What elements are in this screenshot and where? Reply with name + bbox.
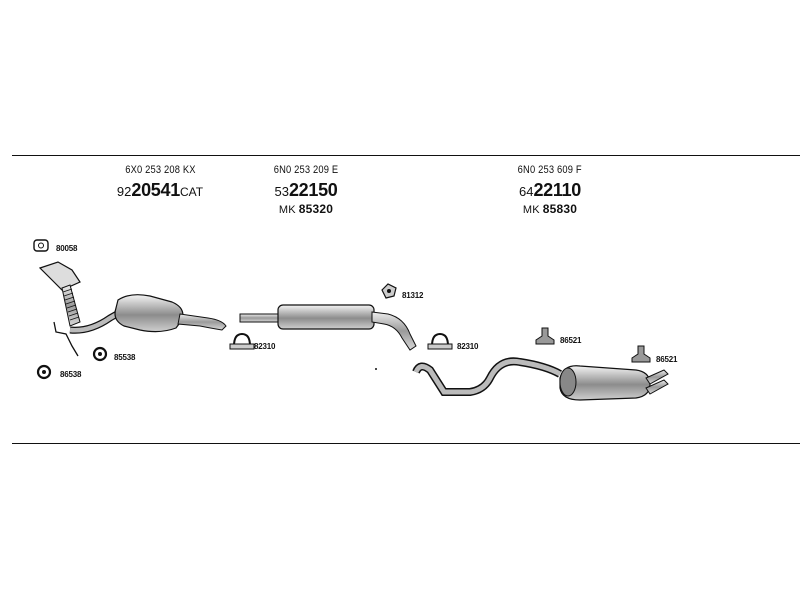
hanger-icon xyxy=(535,327,555,345)
part-number: 5322150 xyxy=(274,180,338,200)
oe-number: 6N0 253 209 E xyxy=(273,164,339,176)
part-label-hanger: 86521 xyxy=(560,336,582,345)
oe-number: 6N0 253 609 F xyxy=(517,164,583,176)
rear-silencer-drawing xyxy=(412,357,669,401)
part-group-catalytic-converter: 6X0 253 208 KX 9220541CAT xyxy=(95,161,225,200)
part-label-ring: 85538 xyxy=(114,353,136,362)
part-label-clamp: 82310 xyxy=(254,342,276,351)
part-label-hanger: 81312 xyxy=(402,291,424,300)
part-label-gasket: 80058 xyxy=(56,244,78,253)
front-pipe-catalytic-converter-drawing xyxy=(38,261,227,357)
part-label-ring: 86538 xyxy=(60,370,82,379)
clamp-icon xyxy=(229,332,255,350)
hanger-icon xyxy=(631,345,651,363)
part-number: 9220541CAT xyxy=(116,180,204,200)
part-label-hanger: 86521 xyxy=(656,355,678,364)
ring-icon xyxy=(36,364,52,380)
clamp-icon xyxy=(427,332,453,350)
middle-silencer-drawing xyxy=(239,304,417,351)
part-label-clamp: 82310 xyxy=(457,342,479,351)
gasket-icon xyxy=(33,239,49,252)
oe-number: 6X0 253 208 KX xyxy=(124,164,196,176)
bottom-divider-line xyxy=(12,443,800,444)
hanger-icon xyxy=(381,283,397,299)
part-number: 6422110 xyxy=(518,180,582,200)
top-divider-line xyxy=(12,155,800,156)
ring-icon xyxy=(92,346,108,362)
